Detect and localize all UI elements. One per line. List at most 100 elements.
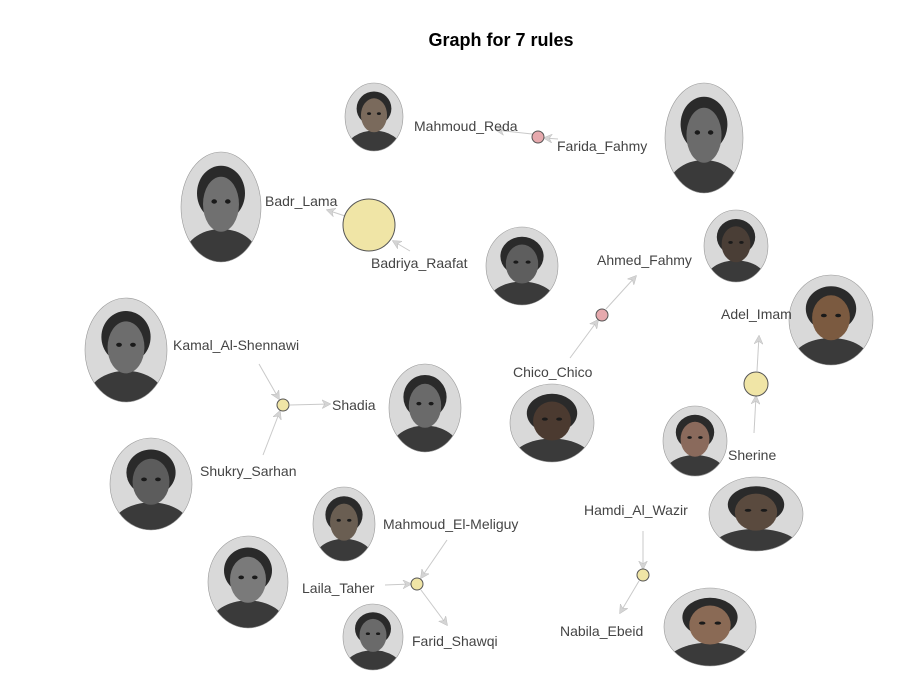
portrait-shoulders (390, 425, 460, 452)
portrait-eye (525, 260, 531, 264)
rule-node-r3[interactable] (595, 308, 609, 322)
portrait-outline (109, 437, 193, 531)
portrait-farid_shawqi[interactable] (342, 603, 404, 683)
portrait-face (505, 244, 539, 284)
portrait-eye (698, 621, 706, 625)
rule-node-r2[interactable] (342, 198, 396, 252)
portrait-outline (342, 603, 404, 671)
portrait-eye (694, 130, 701, 135)
edge-r4-rule-to-adel_imam (757, 336, 759, 372)
portrait-face (408, 383, 442, 428)
portrait-eye (336, 518, 341, 522)
portrait-shoulders (112, 502, 190, 530)
portrait-eye (744, 508, 752, 512)
portrait-badr_lama[interactable] (180, 151, 262, 290)
portrait-face (734, 493, 778, 531)
portrait-eye (376, 632, 381, 636)
rule-node-r7[interactable] (636, 568, 650, 582)
portrait-shukry_sarhan[interactable] (109, 437, 193, 553)
portrait-shoulders (791, 338, 871, 365)
portrait-face (230, 556, 266, 603)
portrait-nabila_ebeid[interactable] (663, 587, 757, 683)
label-kamal_al_shennawi: Kamal_Al-Shennawi (173, 337, 299, 353)
edges-layer (258, 130, 759, 625)
portrait-mahmoud_reda[interactable] (344, 82, 404, 168)
rule-node-r6[interactable] (410, 577, 424, 591)
edge-r5-shukry_sarhan-to-rule (262, 411, 280, 456)
label-shadia: Shadia (332, 397, 376, 413)
portrait-eye (835, 313, 842, 318)
portrait-laila_taher[interactable] (207, 535, 289, 651)
edge-r6-laila_taher-to-rule (384, 584, 411, 585)
portrait-shoulders (666, 160, 742, 193)
portrait-eye (714, 621, 722, 625)
label-mahmoud_reda: Mahmoud_Reda (414, 118, 518, 134)
edge-r2-rule-to-badr_lama (327, 210, 346, 216)
portrait-eye (367, 112, 372, 115)
portrait-eye (513, 260, 519, 264)
portrait-eye (130, 342, 136, 347)
portrait-outline (84, 297, 168, 403)
edge-r4-sherine-to-rule (754, 396, 756, 434)
portrait-sherine[interactable] (662, 405, 728, 494)
edge-r1-rule-to-mahmoud_reda (496, 130, 533, 134)
portrait-face (689, 605, 731, 645)
portrait-shoulders (210, 600, 286, 628)
portrait-shoulders (87, 370, 165, 402)
portrait-kamal_al_shennawi[interactable] (84, 297, 168, 428)
portrait-shoulders (664, 455, 726, 476)
portrait-shoulders (512, 438, 592, 462)
portrait-shoulders (666, 642, 754, 666)
portrait-face (686, 107, 722, 163)
portrait-outline (662, 405, 728, 477)
label-chico_chico: Chico_Chico (513, 364, 593, 380)
labels-layer: Mahmoud_RedaFarida_FahmyBadr_LamaBadriya… (173, 118, 792, 649)
label-laila_taher: Laila_Taher (302, 580, 375, 596)
portrait-outline (344, 82, 404, 152)
portrait-eye (687, 436, 692, 439)
portrait-eye (728, 240, 733, 244)
portrait-eye (820, 313, 827, 318)
rule-node-r1[interactable] (531, 130, 545, 144)
portrait-shoulders (346, 130, 402, 151)
rule-node-r4[interactable] (743, 371, 769, 397)
portrait-eye (155, 477, 161, 482)
portrait-eye (707, 130, 714, 135)
portrait-shoulders (487, 281, 557, 305)
label-badriya_raafat: Badriya_Raafat (371, 255, 468, 271)
portrait-hamdi_al_wazir[interactable] (708, 476, 804, 570)
portrait-ahmed_fahmy[interactable] (703, 209, 769, 300)
portrait-eye (760, 508, 768, 512)
edge-r5-kamal_al_shennawi-to-rule (258, 363, 279, 399)
portrait-face (330, 503, 358, 541)
edge-r1-farida_fahmy-to-rule (544, 138, 559, 139)
portrait-eye (116, 342, 122, 347)
rule-node-r5[interactable] (276, 398, 290, 412)
portrait-eye (211, 199, 217, 204)
portrait-adel_imam[interactable] (788, 274, 874, 388)
label-shukry_sarhan: Shukry_Sarhan (200, 463, 297, 479)
portraits-layer (84, 82, 874, 683)
edge-r3-rule-to-ahmed_fahmy (605, 276, 636, 310)
portrait-eye (428, 401, 434, 406)
label-hamdi_al_wazir: Hamdi_Al_Wazir (584, 502, 688, 518)
portrait-farida_fahmy[interactable] (664, 82, 744, 221)
portrait-chico_chico[interactable] (509, 383, 595, 481)
edge-r5-rule-to-shadia (289, 404, 330, 405)
portrait-badriya_raafat[interactable] (485, 226, 559, 324)
portrait-face (533, 401, 571, 441)
portrait-outline (703, 209, 769, 283)
portrait-eye (347, 518, 352, 522)
portrait-outline (509, 383, 595, 463)
label-badr_lama: Badr_Lama (265, 193, 338, 209)
portrait-mahmoud_el_meliguy[interactable] (312, 486, 376, 580)
edge-r3-chico_chico-to-rule (569, 320, 598, 359)
portrait-face (360, 98, 388, 133)
portrait-shadia[interactable] (388, 363, 462, 474)
edge-r6-mahmoud_el_meliguy-to-rule (421, 539, 448, 578)
portrait-outline (485, 226, 559, 306)
portrait-outline (180, 151, 262, 263)
graph-title: Graph for 7 rules (428, 30, 573, 50)
portrait-eye (556, 417, 563, 421)
